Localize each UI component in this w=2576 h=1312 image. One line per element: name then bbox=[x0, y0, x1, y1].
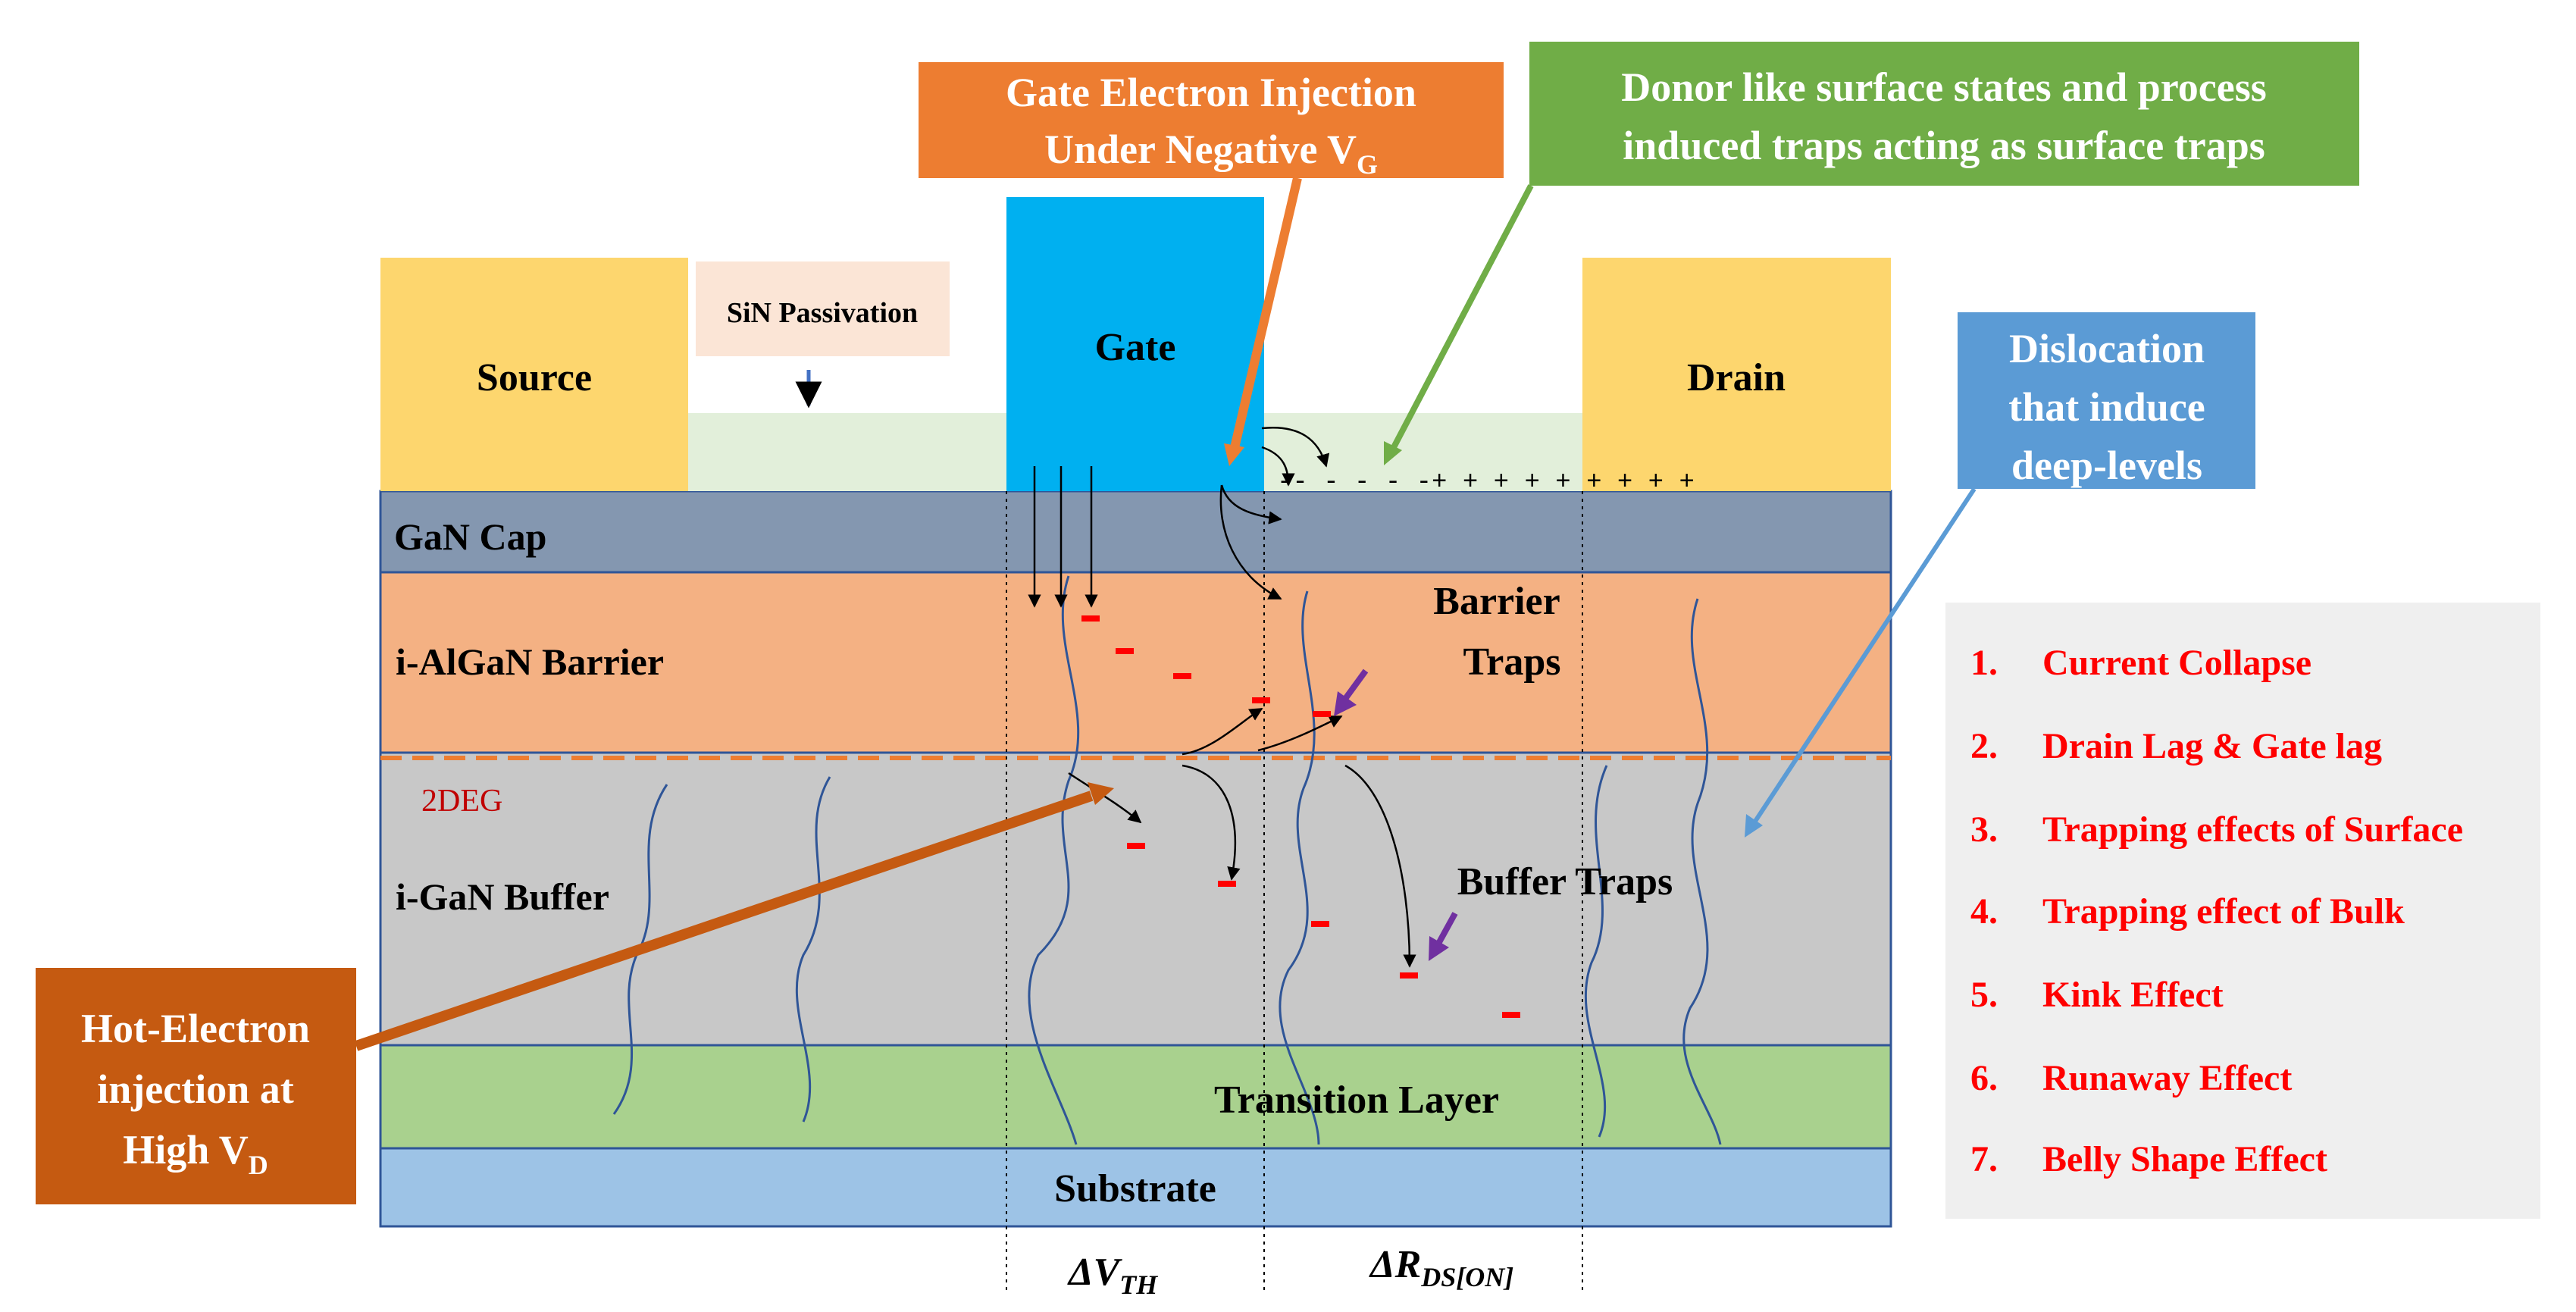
gate-injection-text-1: Gate Electron Injection bbox=[1006, 70, 1416, 115]
gate-injection-callout bbox=[919, 62, 1504, 178]
effect-num-3: 3. bbox=[1970, 809, 1998, 850]
delta-vth-label: ΔVTH bbox=[1067, 1251, 1158, 1300]
delta-rds-main: ΔR bbox=[1369, 1243, 1421, 1286]
trap-mark bbox=[1116, 648, 1134, 654]
sin-passivation-label: SiN Passivation bbox=[727, 297, 918, 329]
trap-mark bbox=[1313, 711, 1331, 717]
effect-text-5: Kink Effect bbox=[2042, 975, 2224, 1015]
delta-rds-sub: DS[ON] bbox=[1420, 1262, 1513, 1292]
effect-text-4: Trapping effect of Bulk bbox=[2042, 891, 2405, 932]
gate-contact bbox=[1006, 197, 1264, 491]
effect-text-3: Trapping effects of Surface bbox=[2042, 809, 2463, 850]
donor-surface-callout bbox=[1529, 42, 2359, 186]
source-contact bbox=[380, 258, 688, 491]
hot-electron-text-1: Hot-Electron bbox=[81, 1006, 310, 1051]
effect-num-6: 6. bbox=[1970, 1058, 1998, 1098]
trap-mark bbox=[1502, 1012, 1520, 1018]
effect-num-7: 7. bbox=[1970, 1139, 1998, 1179]
donor-surface-pointer bbox=[1389, 184, 1534, 452]
dislocation-text-2: that induce bbox=[2008, 384, 2205, 430]
buffer-traps-label: Buffer Traps bbox=[1457, 860, 1673, 903]
dislocation-callout bbox=[1958, 312, 2255, 489]
effect-num-2: 2. bbox=[1970, 726, 1998, 766]
hot-electron-callout bbox=[36, 968, 356, 1204]
gate-injection-text-2: Under Negative VG bbox=[1044, 127, 1378, 180]
trap-mark bbox=[1127, 843, 1145, 849]
buffer-label: i-GaN Buffer bbox=[396, 875, 609, 918]
sin-passivation-right bbox=[1264, 413, 1582, 491]
trap-mark bbox=[1218, 881, 1236, 887]
sin-passivation-label-box bbox=[696, 261, 950, 356]
trap-marks bbox=[1081, 615, 1520, 1018]
delta-vth-sub: TH bbox=[1119, 1270, 1158, 1300]
barrier-traps-label-2: Traps bbox=[1463, 640, 1560, 684]
drain-contact bbox=[1582, 258, 1891, 491]
dislocation-pointer bbox=[1752, 487, 1977, 824]
transition-layer bbox=[379, 1044, 1892, 1150]
trap-pointer-arrows bbox=[1334, 669, 1458, 961]
hot-electron-text-3: High VD bbox=[123, 1127, 268, 1180]
donor-surface-text-2: induced traps acting as surface traps bbox=[1623, 123, 2265, 168]
hot-electron-sub: D bbox=[249, 1150, 268, 1180]
barrier-label: i-AlGaN Barrier bbox=[396, 640, 664, 683]
dislocation-lines bbox=[612, 575, 1722, 1145]
gan-cap-label: GaN Cap bbox=[394, 515, 546, 558]
delta-vth-main: ΔV bbox=[1067, 1251, 1123, 1294]
hot-electron-text-2: injection at bbox=[97, 1066, 293, 1112]
donor-surface-text-1: Donor like surface states and process bbox=[1621, 64, 2266, 110]
barrier-traps-label-1: Barrier bbox=[1433, 580, 1560, 623]
gate-injection-sub: G bbox=[1357, 149, 1378, 180]
trap-mark bbox=[1081, 615, 1100, 622]
transition-label: Transition Layer bbox=[1214, 1079, 1499, 1122]
electron-paths bbox=[1028, 426, 1416, 968]
hot-electron-pointer bbox=[354, 791, 1094, 1051]
effect-text-6: Runaway Effect bbox=[2042, 1058, 2292, 1098]
gate-injection-pointer bbox=[1229, 177, 1302, 452]
gate-injection-text-2-main: Under Negative V bbox=[1044, 127, 1357, 172]
effects-list: 1. Current Collapse 2. Drain Lag & Gate … bbox=[1970, 643, 2463, 1179]
buffer-layer bbox=[379, 751, 1892, 1047]
surface-charge-label: -- - - - -+ + + + + + + + + bbox=[1277, 468, 1695, 497]
callout-pointers bbox=[354, 177, 1977, 1051]
effect-text-7: Belly Shape Effect bbox=[2042, 1139, 2327, 1179]
effect-num-5: 5. bbox=[1970, 975, 1998, 1015]
dislocation-text-1: Dislocation bbox=[2009, 326, 2205, 371]
effect-num-1: 1. bbox=[1970, 643, 1998, 683]
2deg-label: 2DEG bbox=[421, 784, 502, 819]
gan-cap-layer bbox=[379, 490, 1892, 574]
effect-text-2: Drain Lag & Gate lag bbox=[2042, 726, 2382, 766]
delta-rds-label: ΔRDS[ON] bbox=[1369, 1243, 1513, 1292]
dislocation-text-3: deep-levels bbox=[2011, 443, 2202, 488]
effects-list-panel bbox=[1945, 603, 2540, 1219]
hot-electron-text-3-main: High V bbox=[123, 1127, 249, 1173]
trap-mark bbox=[1252, 697, 1270, 703]
effect-num-4: 4. bbox=[1970, 891, 1998, 932]
substrate-layer bbox=[379, 1147, 1892, 1228]
effect-text-1: Current Collapse bbox=[2042, 643, 2312, 683]
source-label: Source bbox=[477, 356, 592, 399]
trap-mark bbox=[1173, 673, 1191, 679]
gate-label: Gate bbox=[1095, 326, 1176, 369]
sin-passivation-left bbox=[688, 413, 1006, 491]
substrate-label: Substrate bbox=[1054, 1167, 1216, 1210]
drain-label: Drain bbox=[1687, 356, 1786, 399]
trap-mark bbox=[1400, 972, 1418, 979]
trap-mark bbox=[1311, 921, 1329, 927]
